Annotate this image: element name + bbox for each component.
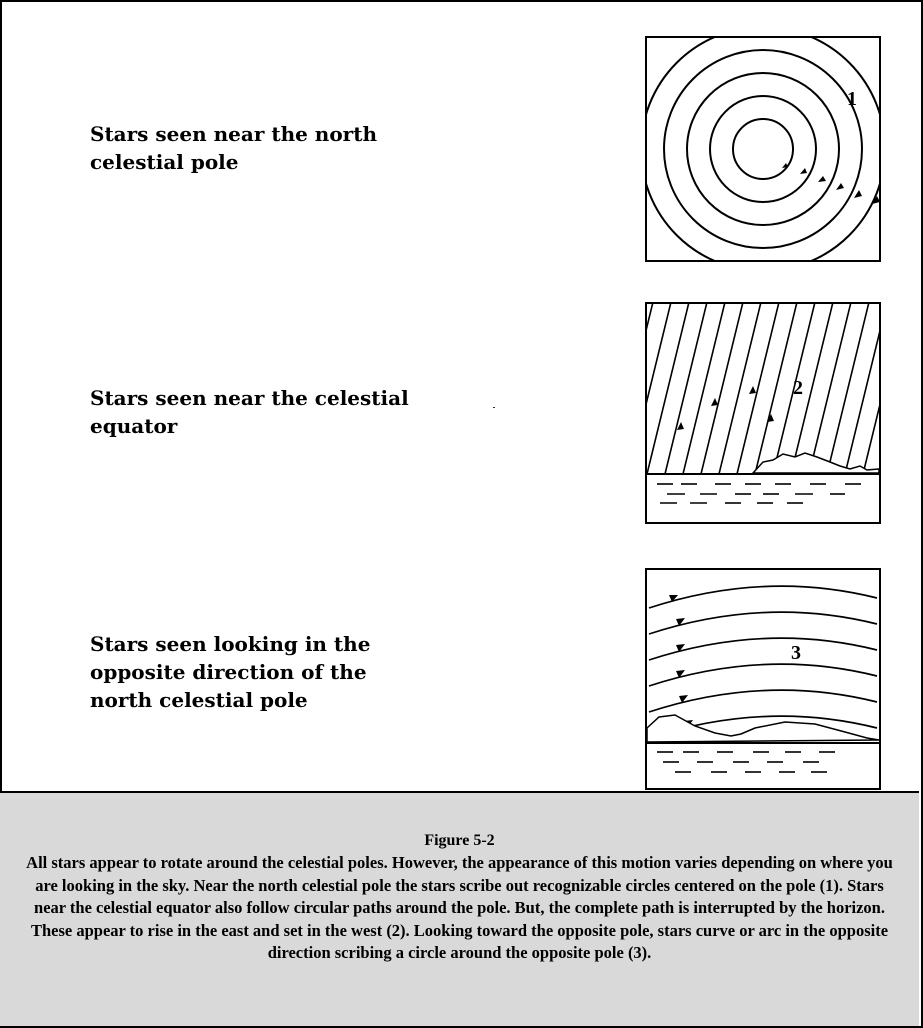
marker-1-label: 1 xyxy=(847,88,857,110)
circular-star-trails-diagram: 1 xyxy=(645,36,881,262)
row-2-label: Stars seen near the celestial equator xyxy=(90,384,409,440)
panel-north-pole: 1 xyxy=(645,36,881,262)
marker-2-label: 2 xyxy=(793,377,803,399)
panel-border xyxy=(646,37,880,261)
row-1-label: Stars seen near the north celestial pole xyxy=(90,120,377,176)
panel-opposite-direction: 3 xyxy=(645,568,881,790)
panel-border xyxy=(646,569,880,789)
stray-mark xyxy=(493,407,495,408)
row-3-label: Stars seen looking in the opposite direc… xyxy=(90,630,370,714)
arc-star-trails-diagram: 3 xyxy=(645,568,881,790)
diagonal-star-trails-diagram: 2 xyxy=(645,302,881,524)
panel-equator: 2 xyxy=(645,302,881,524)
caption-text: All stars appear to rotate around the ce… xyxy=(18,852,901,965)
caption-title: Figure 5-2 xyxy=(0,832,919,850)
marker-3-label: 3 xyxy=(791,642,801,664)
